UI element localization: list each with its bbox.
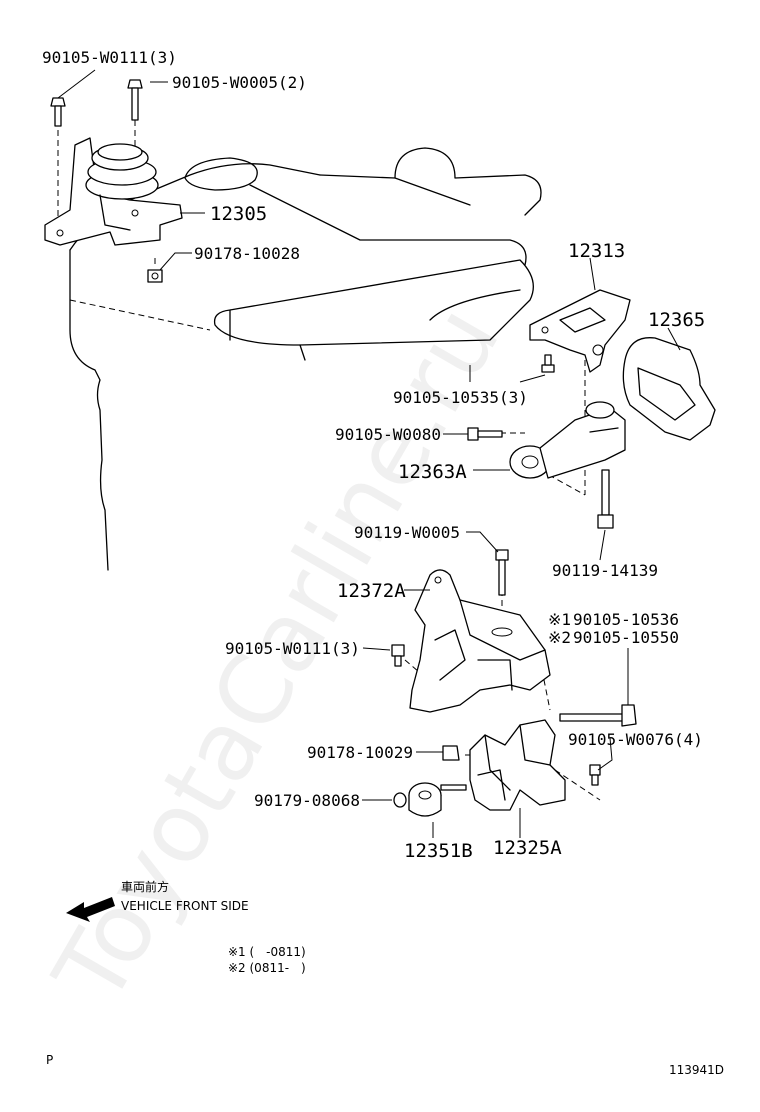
nut-90178-10029 [442, 745, 460, 761]
label-12372A: 12372A [337, 580, 406, 602]
bolt-90105-10535 [541, 354, 555, 373]
bushing-12351B-illustration [408, 782, 467, 817]
label-90105-W0111-top: 90105-W0111(3) [42, 48, 177, 67]
label-12325A: 12325A [493, 837, 562, 859]
bolt-90105-W0111-mid [391, 644, 405, 667]
washer-90179-08068 [393, 792, 407, 808]
date-notes: ※1 ( -0811) ※2 (0811- ) [228, 945, 306, 975]
corner-letter: P [46, 1053, 53, 1067]
bracket-12325A-illustration [469, 719, 566, 811]
drawing-number: 113941D [669, 1063, 724, 1077]
bolt-90105-W0076 [589, 764, 601, 786]
note-1: ※1 ( -0811) [228, 945, 306, 959]
rod-12363A-illustration [509, 401, 626, 479]
bracket-12313-illustration [529, 289, 631, 373]
bolt-90119-14139 [597, 469, 614, 529]
label-12365: 12365 [648, 309, 705, 331]
nut-90178-10028 [147, 269, 163, 283]
label-90105-10536: 90105-10536 [573, 610, 679, 629]
bolt-90105-10550 [559, 704, 637, 727]
label-90119-14139: 90119-14139 [552, 561, 658, 580]
label-12313: 12313 [568, 240, 625, 262]
bolt-90105-W0080 [467, 427, 503, 441]
marker-1: ※1 [548, 610, 571, 629]
cover-12365-illustration [622, 337, 716, 441]
label-90105-W0005: 90105-W0005(2) [172, 73, 307, 92]
bracket-12372A-illustration [409, 569, 551, 713]
label-90105-W0111-mid: 90105-W0111(3) [225, 639, 360, 658]
label-12351B: 12351B [404, 840, 473, 862]
mount-12305-illustration [44, 137, 183, 246]
part-labels: 90105-W0111(3) 90105-W0005(2) 12305 9017… [42, 48, 705, 862]
label-90105-W0080: 90105-W0080 [335, 425, 441, 444]
bolt-90105-W0005-top [127, 79, 143, 121]
front-label-jp: 車両前方 [121, 879, 169, 894]
bolt-90119-W0005 [495, 549, 509, 596]
label-90119-W0005: 90119-W0005 [354, 523, 460, 542]
label-90178-10029: 90178-10029 [307, 743, 413, 762]
label-12363A: 12363A [398, 461, 467, 483]
marker-2: ※2 [548, 628, 571, 647]
bolt-90105-W0111-top [50, 97, 66, 127]
label-90105-10535: 90105-10535(3) [393, 388, 528, 407]
label-90179-08068: 90179-08068 [254, 791, 360, 810]
leader-lines [57, 69, 681, 838]
label-90105-W0076: 90105-W0076(4) [568, 730, 703, 749]
vehicle-front-indicator: 車両前方 VEHICLE FRONT SIDE [66, 879, 249, 922]
front-arrow-icon [66, 897, 115, 922]
label-90178-10028: 90178-10028 [194, 244, 300, 263]
front-label-en: VEHICLE FRONT SIDE [121, 899, 249, 913]
engine-outline [69, 147, 542, 571]
label-12305: 12305 [210, 203, 267, 225]
note-2: ※2 (0811- ) [228, 961, 306, 975]
label-90105-10550: 90105-10550 [573, 628, 679, 647]
